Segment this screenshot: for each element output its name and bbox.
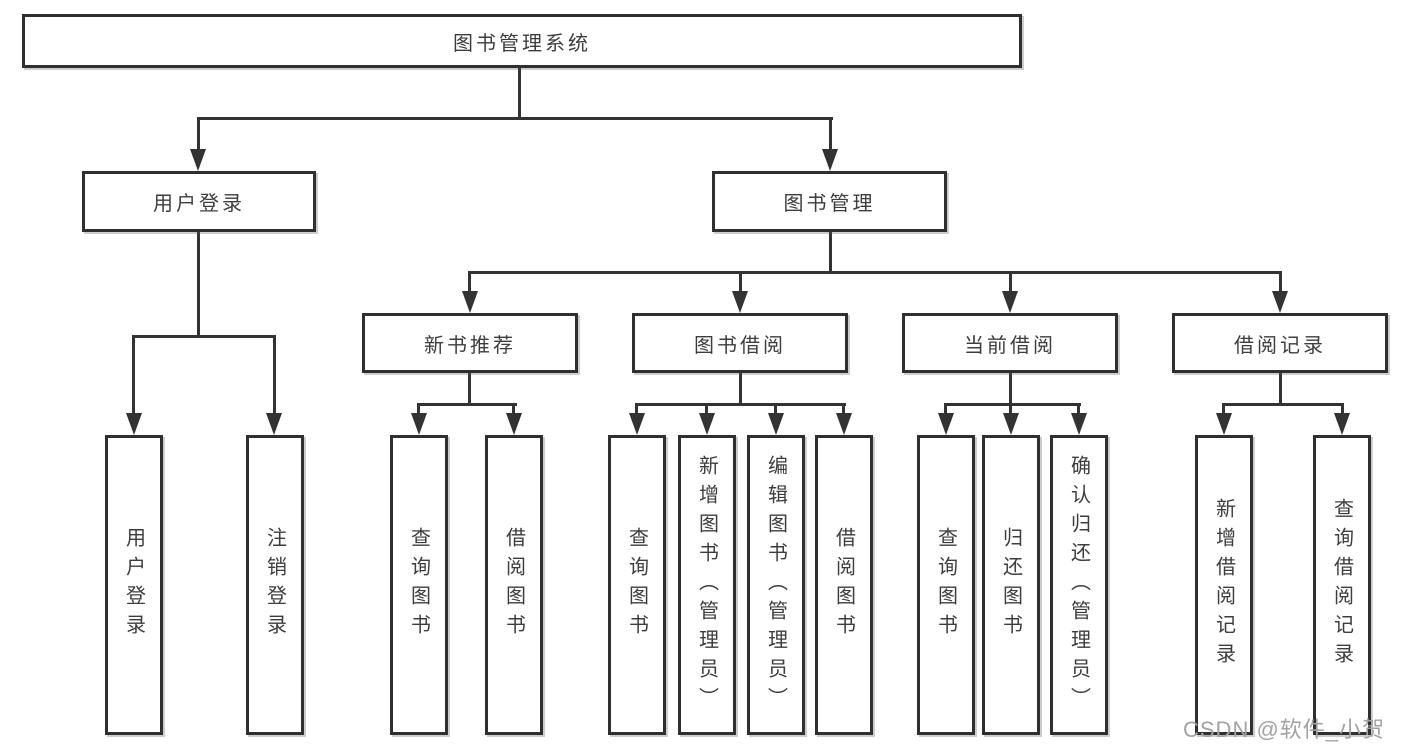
connector-drop-leaf (635, 403, 638, 415)
connector-borrowing-stem (739, 373, 742, 405)
connector-user-login-bus (132, 335, 276, 338)
connector-root-bus (197, 117, 833, 120)
connector-drop-leaf (944, 403, 947, 415)
connector-drop-leaf (1009, 403, 1012, 415)
arrow-down-icon (462, 291, 478, 313)
leaf-current-return-books: 归还图书 (982, 435, 1040, 735)
arrow-down-icon (411, 413, 427, 435)
leaf-records-add-record: 新增借阅记录 (1195, 435, 1253, 735)
node-root-system: 图书管理系统 (22, 14, 1022, 68)
leaf-borrowing-borrow-books: 借阅图书 (815, 435, 873, 735)
connector-drop-section (468, 271, 471, 293)
node-book-borrowing: 图书借阅 (632, 313, 848, 373)
connector-drop-leaf (1341, 403, 1344, 415)
connector-root-stem (518, 68, 521, 119)
arrow-down-icon (1334, 413, 1350, 435)
leaf-label: 查询借阅记录 (1330, 498, 1353, 672)
arrow-down-icon (629, 413, 645, 435)
node-borrowing-records: 借阅记录 (1172, 313, 1388, 373)
node-current-borrowing: 当前借阅 (902, 313, 1118, 373)
connector-drop-leaf (512, 403, 515, 415)
arrow-down-icon (1216, 413, 1232, 435)
arrow-down-icon (1272, 291, 1288, 313)
node-user-login: 用户登录 (82, 171, 316, 232)
leaf-label: 借阅图书 (832, 527, 855, 643)
connector-drop-leaf (1222, 403, 1225, 415)
leaf-user-login: 用户登录 (105, 435, 163, 735)
leaf-label: 归还图书 (999, 527, 1022, 643)
connector-book-mgmt-stem (829, 232, 832, 273)
connector-drop-leaf (132, 335, 135, 415)
arrow-down-icon (1002, 291, 1018, 313)
leaf-newbooks-borrow-books: 借阅图书 (485, 435, 543, 735)
connector-drop-leaf (842, 403, 845, 415)
leaf-label: 注销登录 (263, 527, 286, 643)
leaf-borrowing-edit-books-admin: 编辑图书（管理员） (747, 435, 805, 735)
connector-current-stem (1009, 373, 1012, 405)
arrow-down-icon (938, 413, 954, 435)
leaf-newbooks-query-books: 查询图书 (390, 435, 448, 735)
connector-book-mgmt-bus (468, 271, 1282, 274)
connector-newbooks-bus (417, 403, 517, 406)
leaf-label: 查询图书 (934, 527, 957, 643)
leaf-label: 查询图书 (407, 527, 430, 643)
connector-drop-leaf (417, 403, 420, 415)
arrow-down-icon (836, 413, 852, 435)
connector-drop-leaf (1077, 403, 1080, 415)
leaf-label: 新增图书（管理员） (695, 454, 718, 716)
arrow-down-icon (1003, 413, 1019, 435)
connector-newbooks-stem (468, 373, 471, 405)
arrow-down-icon (822, 149, 838, 171)
arrow-down-icon (506, 413, 522, 435)
leaf-logout: 注销登录 (246, 435, 304, 735)
connector-drop-leaf (273, 335, 276, 415)
arrow-down-icon (126, 413, 142, 435)
node-new-book-recommend: 新书推荐 (362, 313, 578, 373)
connector-drop-book-mgmt (829, 117, 832, 151)
leaf-current-query-books: 查询图书 (917, 435, 975, 735)
connector-drop-section (739, 271, 742, 293)
connector-drop-section (1279, 271, 1282, 293)
node-book-management: 图书管理 (712, 171, 947, 232)
connector-borrowing-bus (635, 403, 846, 406)
leaf-records-query-record: 查询借阅记录 (1313, 435, 1371, 735)
connector-drop-section (1009, 271, 1012, 293)
leaf-borrowing-query-books: 查询图书 (608, 435, 666, 735)
leaf-label: 用户登录 (122, 527, 145, 643)
leaf-label: 借阅图书 (502, 527, 525, 643)
connector-drop-user-login (197, 117, 200, 151)
arrow-down-icon (699, 413, 715, 435)
leaf-borrowing-add-books-admin: 新增图书（管理员） (678, 435, 736, 735)
arrow-down-icon (768, 413, 784, 435)
arrow-down-icon (190, 149, 206, 171)
connector-current-bus (944, 403, 1081, 406)
connector-records-bus (1222, 403, 1344, 406)
leaf-current-confirm-return-admin: 确认归还（管理员） (1050, 435, 1108, 735)
arrow-down-icon (1071, 413, 1087, 435)
arrow-down-icon (266, 413, 282, 435)
leaf-label: 查询图书 (625, 527, 648, 643)
connector-drop-leaf (705, 403, 708, 415)
leaf-label: 编辑图书（管理员） (764, 454, 787, 716)
connector-records-stem (1279, 373, 1282, 405)
leaf-label: 确认归还（管理员） (1067, 454, 1090, 716)
connector-drop-leaf (774, 403, 777, 415)
arrow-down-icon (732, 291, 748, 313)
connector-user-login-stem (197, 232, 200, 337)
watermark: CSDN @软件_小贺同学 (1183, 717, 1386, 742)
leaf-label: 新增借阅记录 (1212, 498, 1235, 672)
